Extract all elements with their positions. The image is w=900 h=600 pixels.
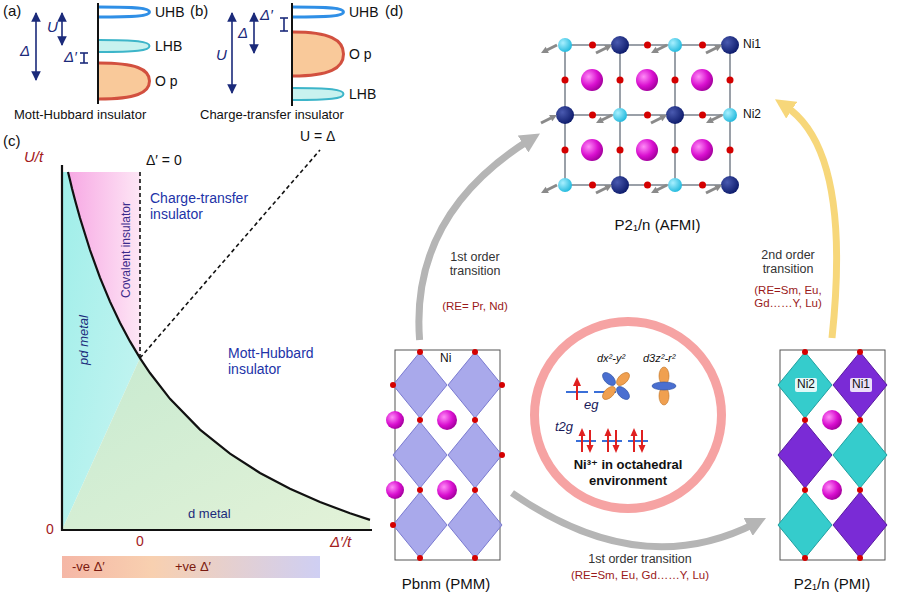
pbnm-structure (386, 349, 505, 561)
octahedral-circle: eg dx²-y² d3z²-r² t2gNi³⁺ in octahedral env… (530, 317, 726, 513)
figure-label: 0 (136, 533, 144, 549)
figure-label: Δ′/t (330, 533, 351, 550)
band-shape (99, 5, 151, 19)
figure-label: +ve Δ′ (175, 560, 211, 575)
figure-label: U = Δ (300, 128, 335, 144)
figure-label: pd metal (77, 315, 92, 365)
figure-label: Ni (440, 352, 451, 366)
figure-label: Δ′ (64, 48, 77, 65)
figure-label: d metal (188, 507, 231, 522)
figure-label: (c) (3, 132, 21, 149)
figure-label: (RE=Sm, Eu, Gd……Y, Lu) (749, 284, 827, 310)
panel-b-art (232, 3, 292, 106)
figure-label: (RE=Sm, Eu, Gd……Y, Lu) (571, 569, 709, 582)
figure-label: Ni1 (850, 378, 872, 392)
energy-band: LHB (99, 38, 182, 54)
phase-structure: P2₁/n (AFMI) (540, 8, 775, 236)
orbital-art (566, 367, 676, 453)
figure-label: U (216, 46, 227, 63)
band-outline (293, 32, 344, 76)
energy-band: UHB (293, 5, 379, 19)
band-shape (293, 86, 345, 102)
figure-label: Δ (20, 42, 30, 59)
transition-arrow (512, 493, 755, 547)
band-outline (293, 7, 344, 17)
pmi-structure (778, 349, 887, 561)
edge-label: 2nd order transition (752, 248, 824, 277)
figure-label: 0 (46, 521, 54, 537)
figure-label: (RE= Pr, Nd) (434, 300, 516, 313)
figure-label: U (47, 18, 58, 35)
energy-band: LHB (293, 86, 376, 102)
node-text: Pbnm (PMM) (402, 575, 490, 592)
band-shape (293, 30, 345, 78)
band-outline (293, 88, 344, 100)
node-text: O p (155, 73, 178, 89)
phase-diagram-art (61, 150, 372, 578)
node-text: UHB (155, 4, 185, 20)
figure-label: Ni2 (743, 108, 761, 122)
node-text: eg (584, 398, 598, 413)
edge-label: 1st order transition (588, 552, 692, 566)
figure-label: Mott-Hubbard insulator (228, 345, 340, 377)
energy-band: O p (99, 61, 178, 101)
figure-label: -ve Δ′ (72, 560, 105, 575)
band-outline (99, 40, 150, 52)
band-shape (293, 5, 345, 19)
energy-band: O p (293, 30, 372, 78)
panel-a-art (36, 3, 98, 104)
node-text: LHB (155, 38, 182, 54)
figure-label: Charge-transfer insulator (200, 108, 344, 123)
figure-label: Δ′ = 0 (146, 152, 182, 168)
node-text: UHB (349, 4, 379, 20)
edge-label: 1st order transition (437, 250, 513, 279)
band-shape (99, 61, 151, 101)
node-text: dx²-y² (597, 352, 625, 365)
band-shape (99, 38, 151, 54)
figure-label: U/t (24, 148, 43, 165)
figure-label: Mott-Hubbard insulator (14, 108, 146, 123)
afmi-structure (541, 36, 739, 194)
figure-label: Δ′ (260, 6, 273, 23)
transition-arrow (419, 140, 530, 340)
phase-structure: Pbnm (PMM) (380, 340, 512, 595)
figure-label: Ni1 (743, 38, 761, 52)
figure-label: (d) (385, 2, 403, 19)
energy-band: UHB (99, 5, 185, 19)
figure-label: Ni2 (795, 378, 817, 392)
node-text: P2₁/n (AFMI) (615, 216, 701, 233)
node-text: t2g (555, 420, 573, 435)
node-text: P2₁/n (PMI) (794, 575, 871, 592)
figure-label: Covalent insulator (120, 202, 134, 298)
node-text: LHB (349, 86, 376, 102)
node-text: Ni³⁺ in octahedral environment (558, 457, 698, 490)
figure-label: Charge-transfer insulator (150, 190, 262, 222)
figure-label: Δ (238, 24, 248, 41)
node-text: d3z²-r² (643, 352, 675, 365)
figure-label: (a) (3, 2, 21, 19)
band-outline (99, 63, 150, 99)
phase-structure: P2₁/n (PMI) (766, 338, 898, 595)
node-text: O p (349, 46, 372, 62)
band-outline (99, 7, 150, 17)
figure-label: (b) (190, 2, 208, 19)
